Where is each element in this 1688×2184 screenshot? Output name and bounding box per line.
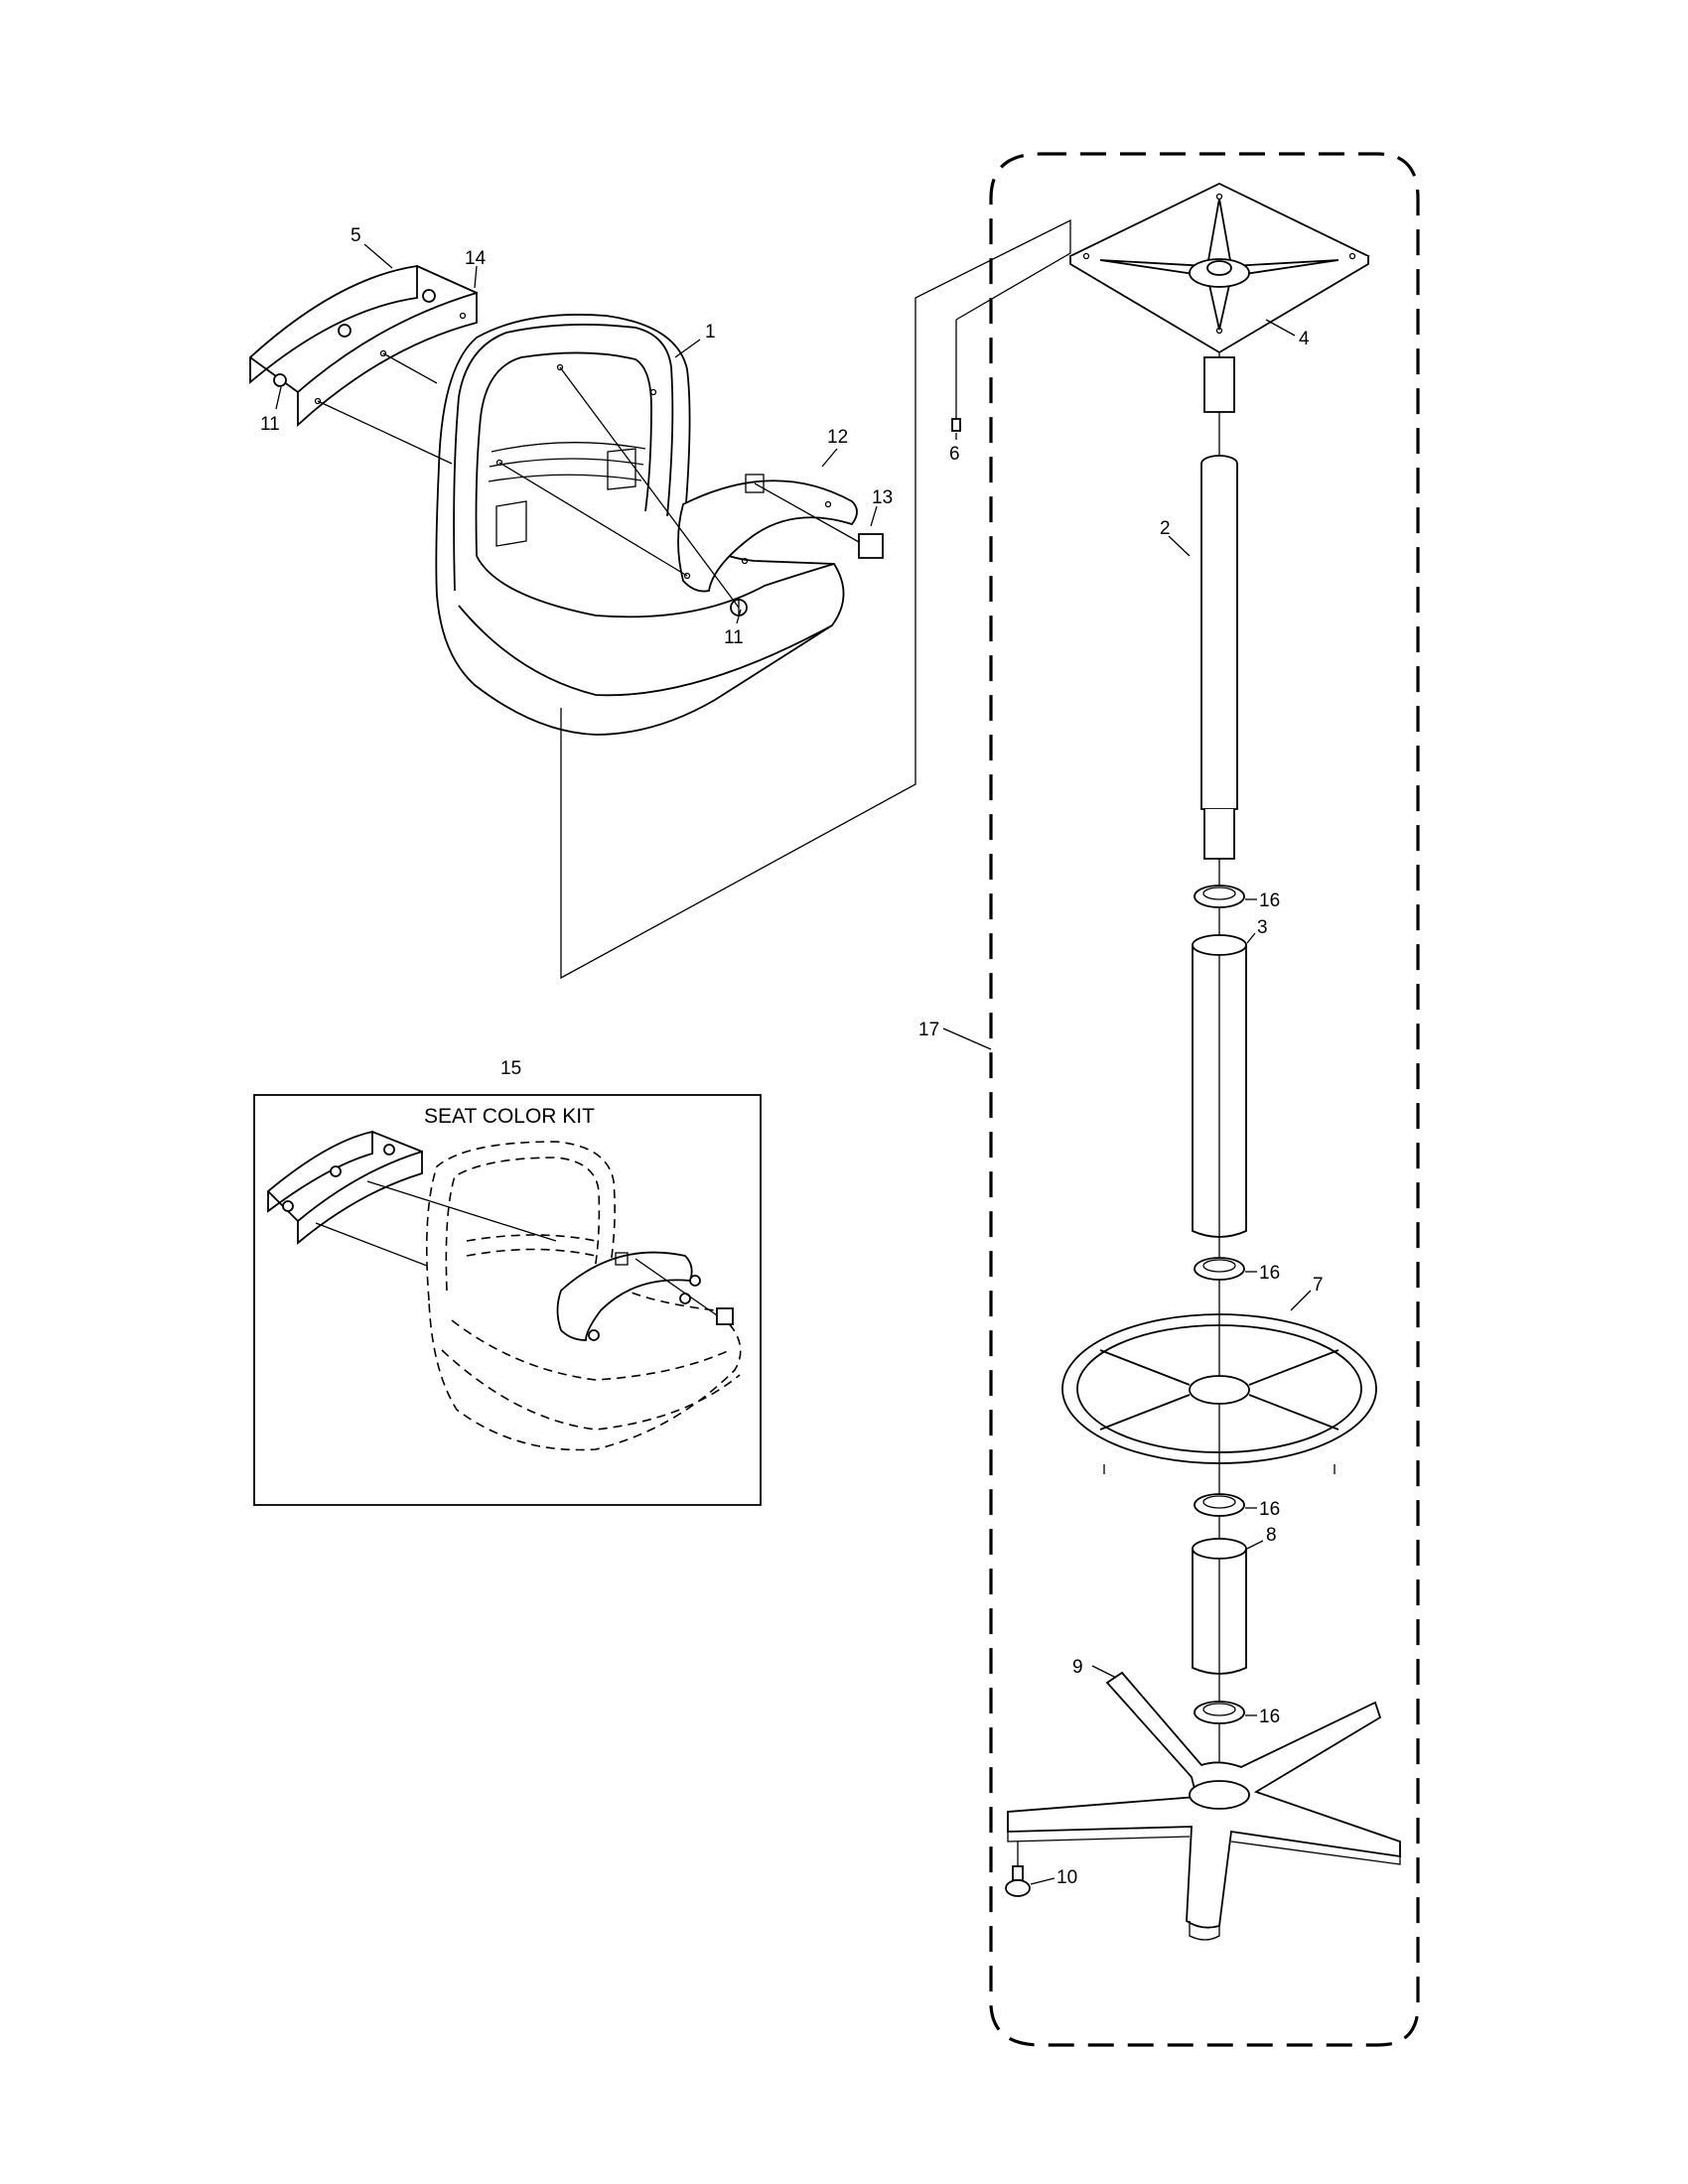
upper-tube xyxy=(1192,934,1247,1238)
callout-12: 12 xyxy=(827,427,848,448)
callout-2: 2 xyxy=(1160,518,1171,539)
callout-3: 3 xyxy=(1257,917,1268,938)
glide xyxy=(1005,1842,1031,1897)
callout-16-b: 16 xyxy=(1259,1263,1280,1284)
connector-lines xyxy=(560,218,1071,980)
five-star-base xyxy=(1007,1671,1401,1941)
callouts: 1 2 3 4 5 6 7 8 9 10 11 11 12 13 14 15 1… xyxy=(260,225,1324,1888)
callout-11-bottom: 11 xyxy=(724,627,744,648)
seat-mounting-plate xyxy=(1068,182,1370,413)
callout-6: 6 xyxy=(949,444,960,465)
callout-15: 15 xyxy=(500,1058,521,1079)
bushing-4 xyxy=(1194,1701,1245,1724)
bushing-3 xyxy=(1194,1493,1245,1517)
callout-7: 7 xyxy=(1313,1275,1324,1296)
foot-ring xyxy=(1061,1313,1377,1474)
callout-9: 9 xyxy=(1072,1657,1083,1678)
gas-cylinder xyxy=(1200,455,1238,860)
kit-title: SEAT COLOR KIT xyxy=(424,1105,595,1128)
callout-11-left: 11 xyxy=(260,414,280,435)
column-assembly xyxy=(951,152,1420,2047)
seat-back-bracket xyxy=(677,474,858,593)
seat-color-kit-panel: SEAT COLOR KIT xyxy=(253,1094,762,1506)
callout-14: 14 xyxy=(465,248,487,269)
callout-16-c: 16 xyxy=(1259,1499,1280,1520)
assembly-boundary xyxy=(989,152,1420,2047)
bushing-2 xyxy=(1194,1257,1245,1281)
mounting-screw xyxy=(951,387,961,432)
bushing-1 xyxy=(1194,885,1245,908)
callout-8: 8 xyxy=(1266,1525,1277,1546)
callout-17: 17 xyxy=(918,1020,939,1040)
callout-4: 4 xyxy=(1299,329,1310,349)
seat-trim-panel xyxy=(249,264,478,428)
callout-16-d: 16 xyxy=(1259,1706,1280,1727)
callout-13: 13 xyxy=(872,487,893,508)
callout-1: 1 xyxy=(705,322,716,342)
seat-assembly xyxy=(249,264,884,736)
callout-16-a: 16 xyxy=(1259,890,1280,911)
label-plate xyxy=(858,533,884,559)
callout-5: 5 xyxy=(351,225,361,246)
seat-shell xyxy=(435,314,845,736)
callout-10: 10 xyxy=(1056,1867,1077,1888)
lower-tube xyxy=(1192,1538,1247,1675)
